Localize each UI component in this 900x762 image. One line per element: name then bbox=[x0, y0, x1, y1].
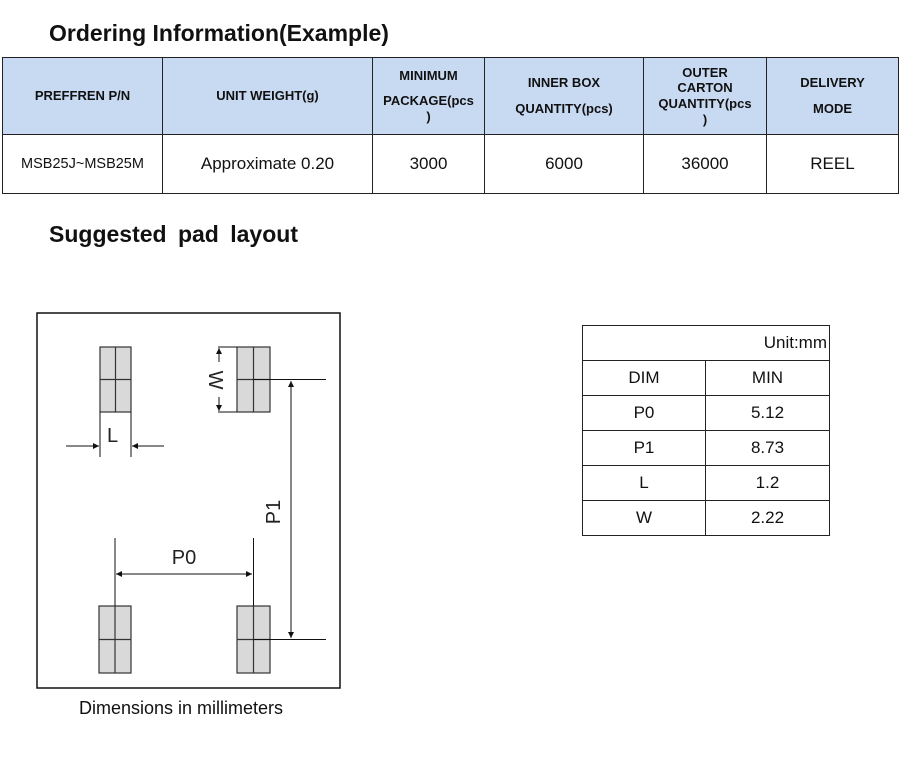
dim-header-row: DIM MIN bbox=[582, 360, 830, 396]
dim-row: P1 8.73 bbox=[582, 430, 830, 466]
pad-top-left bbox=[99, 346, 132, 413]
header-minimum-package: MINIMUM PACKAGE(pcs ) bbox=[372, 57, 485, 135]
dim-row: P0 5.12 bbox=[582, 395, 830, 431]
p1-dimension bbox=[253, 379, 326, 640]
header-dim: DIM bbox=[582, 360, 706, 396]
dimension-table: Unit:mm DIM MIN P0 5.12 P1 8.73 L 1.2 W … bbox=[582, 325, 830, 536]
header-outer-carton-quantity: OUTER CARTON QUANTITY(pcs ) bbox=[643, 57, 767, 135]
pad-layout-drawing: W L P0 P1 bbox=[36, 312, 341, 689]
unit-row: Unit:mm bbox=[582, 325, 830, 361]
header-inner-box-quantity: INNER BOX QUANTITY(pcs) bbox=[484, 57, 644, 135]
l-dimension bbox=[66, 412, 164, 457]
header-part-number: PREFFREN P/N bbox=[2, 57, 163, 135]
pad-layout-title: Suggested pad layout bbox=[49, 221, 298, 247]
dim-value: 8.73 bbox=[705, 430, 830, 466]
cell-part-number: MSB25J~MSB25M bbox=[2, 134, 163, 194]
w-label: W bbox=[204, 371, 226, 390]
drawing-frame bbox=[36, 312, 341, 689]
dim-name: P1 bbox=[582, 430, 706, 466]
dim-row: L 1.2 bbox=[582, 465, 830, 501]
dim-name: W bbox=[582, 500, 706, 536]
cell-unit-weight: Approximate 0.20 bbox=[162, 134, 373, 194]
p0-dimension bbox=[114, 538, 254, 606]
dim-value: 5.12 bbox=[705, 395, 830, 431]
dim-value: 1.2 bbox=[705, 465, 830, 501]
w-dimension bbox=[216, 346, 237, 413]
dim-value: 2.22 bbox=[705, 500, 830, 536]
cell-inner-box: 6000 bbox=[484, 134, 644, 194]
header-delivery-mode: DELIVERY MODE bbox=[766, 57, 899, 135]
l-label: L bbox=[107, 425, 118, 447]
header-unit-weight: UNIT WEIGHT(g) bbox=[162, 57, 373, 135]
unit-label: Unit:mm bbox=[582, 325, 830, 361]
pad-bottom-left bbox=[98, 605, 132, 674]
cell-delivery-mode: REEL bbox=[766, 134, 899, 194]
ordering-table: PREFFREN P/N UNIT WEIGHT(g) MINIMUM PACK… bbox=[2, 57, 899, 194]
dim-row: W 2.22 bbox=[582, 500, 830, 536]
ordering-title: Ordering Information(Example) bbox=[49, 20, 389, 46]
cell-outer-carton: 36000 bbox=[643, 134, 767, 194]
dimensions-caption: Dimensions in millimeters bbox=[79, 698, 284, 718]
ordering-data-row: MSB25J~MSB25M Approximate 0.20 3000 6000… bbox=[2, 134, 899, 194]
p1-label: P1 bbox=[263, 500, 285, 524]
dim-name: P0 bbox=[582, 395, 706, 431]
ordering-header-row: PREFFREN P/N UNIT WEIGHT(g) MINIMUM PACK… bbox=[2, 57, 899, 135]
dim-name: L bbox=[582, 465, 706, 501]
p0-label: P0 bbox=[172, 547, 196, 569]
header-min: MIN bbox=[705, 360, 830, 396]
cell-minimum-package: 3000 bbox=[372, 134, 485, 194]
